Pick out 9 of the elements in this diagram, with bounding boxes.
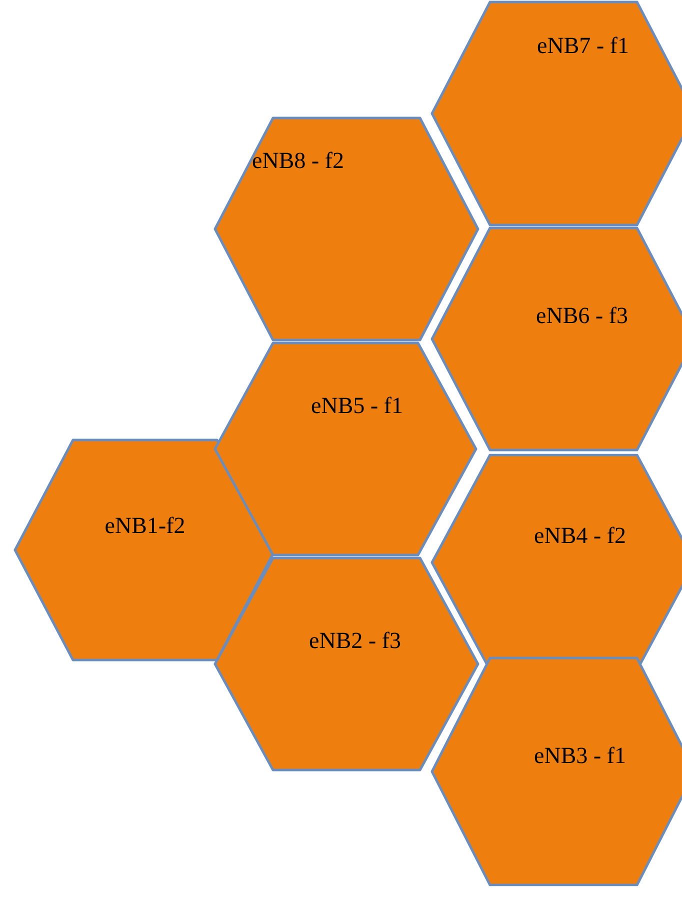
hexagon-cell: eNB1-f2 <box>14 438 276 662</box>
hexagon-cell: eNB8 - f2 <box>214 116 480 342</box>
hexagon-cell: eNB6 - f3 <box>430 226 682 452</box>
hexagon-cell: eNB5 - f1 <box>214 342 478 556</box>
hexagon-cell: eNB3 - f1 <box>430 656 682 886</box>
hexagon-cell: eNB2 - f3 <box>214 556 480 772</box>
node-label: eNB6 - f3 <box>536 306 628 324</box>
node-label: eNB4 - f2 <box>534 526 625 544</box>
hexagon-cell: eNB7 - f1 <box>430 0 682 226</box>
